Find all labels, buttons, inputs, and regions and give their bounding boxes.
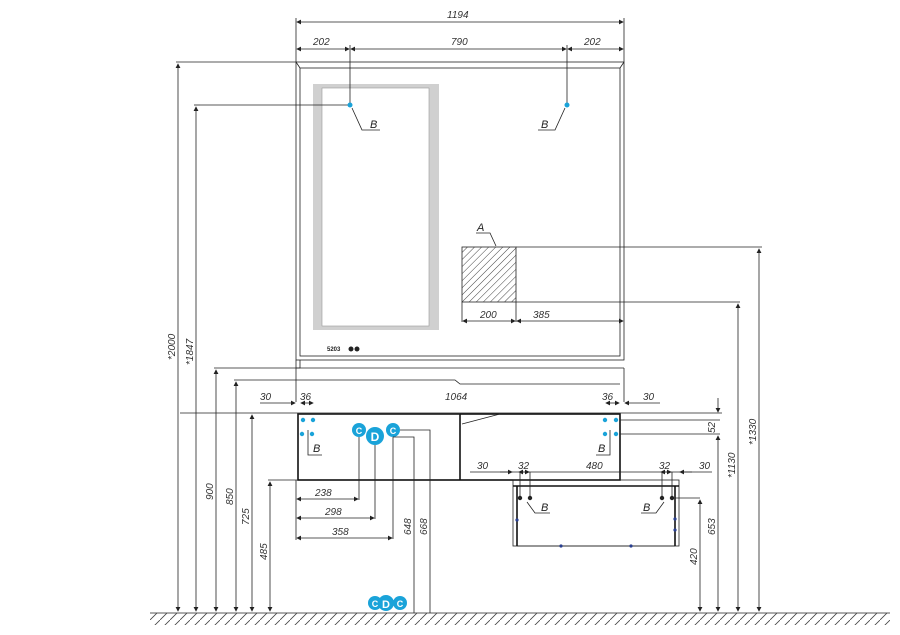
badge-c-1: C [356, 426, 363, 436]
right-height-dimensions: 420 52 653 *1130 *1330 [675, 248, 762, 612]
callout-b-1: B [370, 119, 377, 131]
callout-a: A [476, 222, 484, 234]
callout-b-6: B [643, 502, 650, 514]
dim-vanity-right-hole: 36 [602, 392, 614, 403]
dim-height-420: 420 [689, 548, 700, 565]
dim-overall-width: 1194 [447, 10, 469, 21]
mirror-cabinet: 5203 [295, 61, 625, 361]
water-connection-badges: C D C C D C [352, 423, 431, 613]
floor [150, 612, 890, 625]
zone-a-dimensions: A 200 385 [461, 222, 762, 324]
dim-hatch-width: 200 [479, 310, 497, 321]
dim-cabinet-width: 480 [586, 461, 603, 472]
vanity-mount-points: B B [299, 417, 720, 456]
dim-cabinet-left-hole: 32 [518, 461, 530, 472]
dim-offset-238: 238 [314, 488, 332, 499]
dim-height-850: 850 [225, 488, 236, 505]
badge-d-1: D [371, 430, 380, 444]
callout-b-3: B [313, 443, 320, 455]
dim-height-725: 725 [241, 508, 252, 525]
lower-cabinet-dimensions: 30 32 480 32 30 [470, 461, 712, 498]
dim-height-653: 653 [707, 518, 718, 535]
dim-left-margin: 202 [312, 37, 330, 48]
callout-b-4: B [598, 443, 605, 455]
top-dimensions: 1194 202 790 202 [295, 10, 625, 105]
dim-height-52: 52 [707, 421, 718, 433]
dim-height-668: 668 [419, 518, 430, 535]
dim-vanity-width: 1064 [445, 392, 468, 403]
vanity-dimensions: 30 36 1064 36 30 [180, 392, 722, 414]
dim-height-485: 485 [259, 543, 270, 560]
dim-cabinet-left-gap: 30 [477, 461, 489, 472]
dim-hatch-offset: 385 [533, 310, 550, 321]
dim-height-900: 900 [205, 483, 216, 500]
left-height-dimensions: *2000 *1847 900 850 725 485 [167, 61, 300, 612]
led-panel: 5203 [327, 346, 360, 353]
dim-right-margin: 202 [583, 37, 601, 48]
dim-vanity-left-gap: 30 [260, 392, 272, 403]
lower-cabinet: B B [512, 479, 680, 548]
dim-height-648: 648 [403, 518, 414, 535]
dim-height-1330: *1330 [748, 418, 759, 445]
dim-center: 790 [451, 37, 468, 48]
dim-vanity-right-gap: 30 [643, 392, 655, 403]
dim-cabinet-right-gap: 30 [699, 461, 711, 472]
badge-c-2: C [390, 426, 397, 436]
mount-point-icon [347, 102, 353, 108]
mirror-mount-callouts: B B [200, 102, 570, 131]
led-panel-label: 5203 [327, 347, 341, 353]
pipe-offset-dimensions: 238 298 358 648 668 [295, 480, 430, 541]
dim-height-1847: *1847 [185, 338, 196, 365]
dim-offset-298: 298 [324, 507, 342, 518]
mount-point-icon [564, 102, 570, 108]
dim-height-1130: *1130 [727, 452, 738, 478]
callout-b-5: B [541, 502, 548, 514]
dim-cabinet-right-hole: 32 [659, 461, 671, 472]
dim-height-2000: *2000 [167, 333, 178, 360]
dim-offset-358: 358 [332, 527, 349, 538]
dim-vanity-left-hole: 36 [300, 392, 312, 403]
badge-d-2: D [382, 599, 390, 611]
badge-c-4: C [397, 599, 404, 609]
badge-c-3: C [372, 599, 379, 609]
vanity-unit [295, 360, 625, 481]
callout-b-2: B [541, 119, 548, 131]
